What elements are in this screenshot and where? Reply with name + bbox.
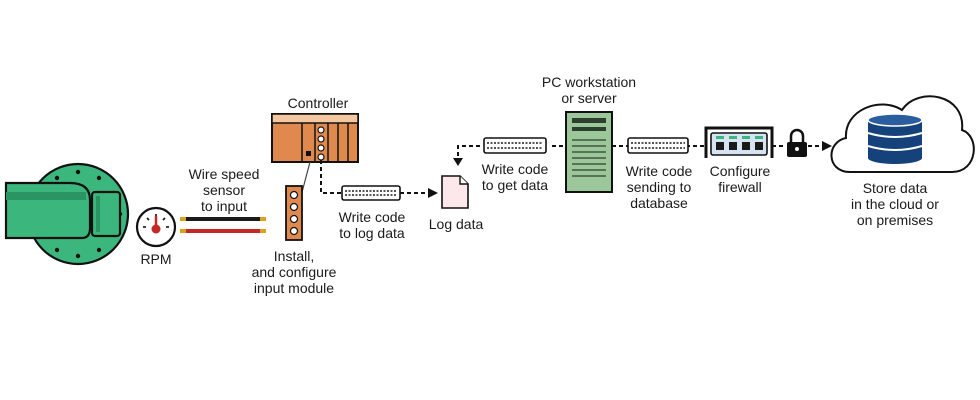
flow-lines <box>320 145 824 194</box>
keyboard-icon <box>483 137 547 154</box>
arrowheads <box>428 141 832 198</box>
controller-icon <box>271 113 359 163</box>
write-log-label: Write code to log data <box>338 209 406 241</box>
keyboard-icon <box>627 137 689 154</box>
gauge-icon <box>135 206 177 248</box>
log-data-label: Log data <box>428 216 484 232</box>
firewall-icon <box>704 126 774 158</box>
wire-sensor-label: Wire speed sensor to input <box>188 166 260 214</box>
pc-label: PC workstation or server <box>541 74 637 106</box>
input-module-icon <box>285 185 303 241</box>
install-label: Install, and configure input module <box>251 248 337 296</box>
database-icon <box>867 113 923 164</box>
server-icon <box>565 111 613 193</box>
write-send-label: Write code sending to database <box>625 163 693 211</box>
keyboard-icon <box>341 185 401 201</box>
rpm-label: RPM <box>140 251 172 267</box>
firewall-label: Configure firewall <box>709 163 771 195</box>
document-icon <box>441 175 469 209</box>
controller-label: Controller <box>287 95 349 111</box>
lock-icon <box>787 128 807 157</box>
store-label: Store data in the cloud or on premises <box>851 180 939 228</box>
write-get-label: Write code to get data <box>481 161 549 193</box>
wires <box>180 217 266 233</box>
pump-icon <box>4 162 130 266</box>
